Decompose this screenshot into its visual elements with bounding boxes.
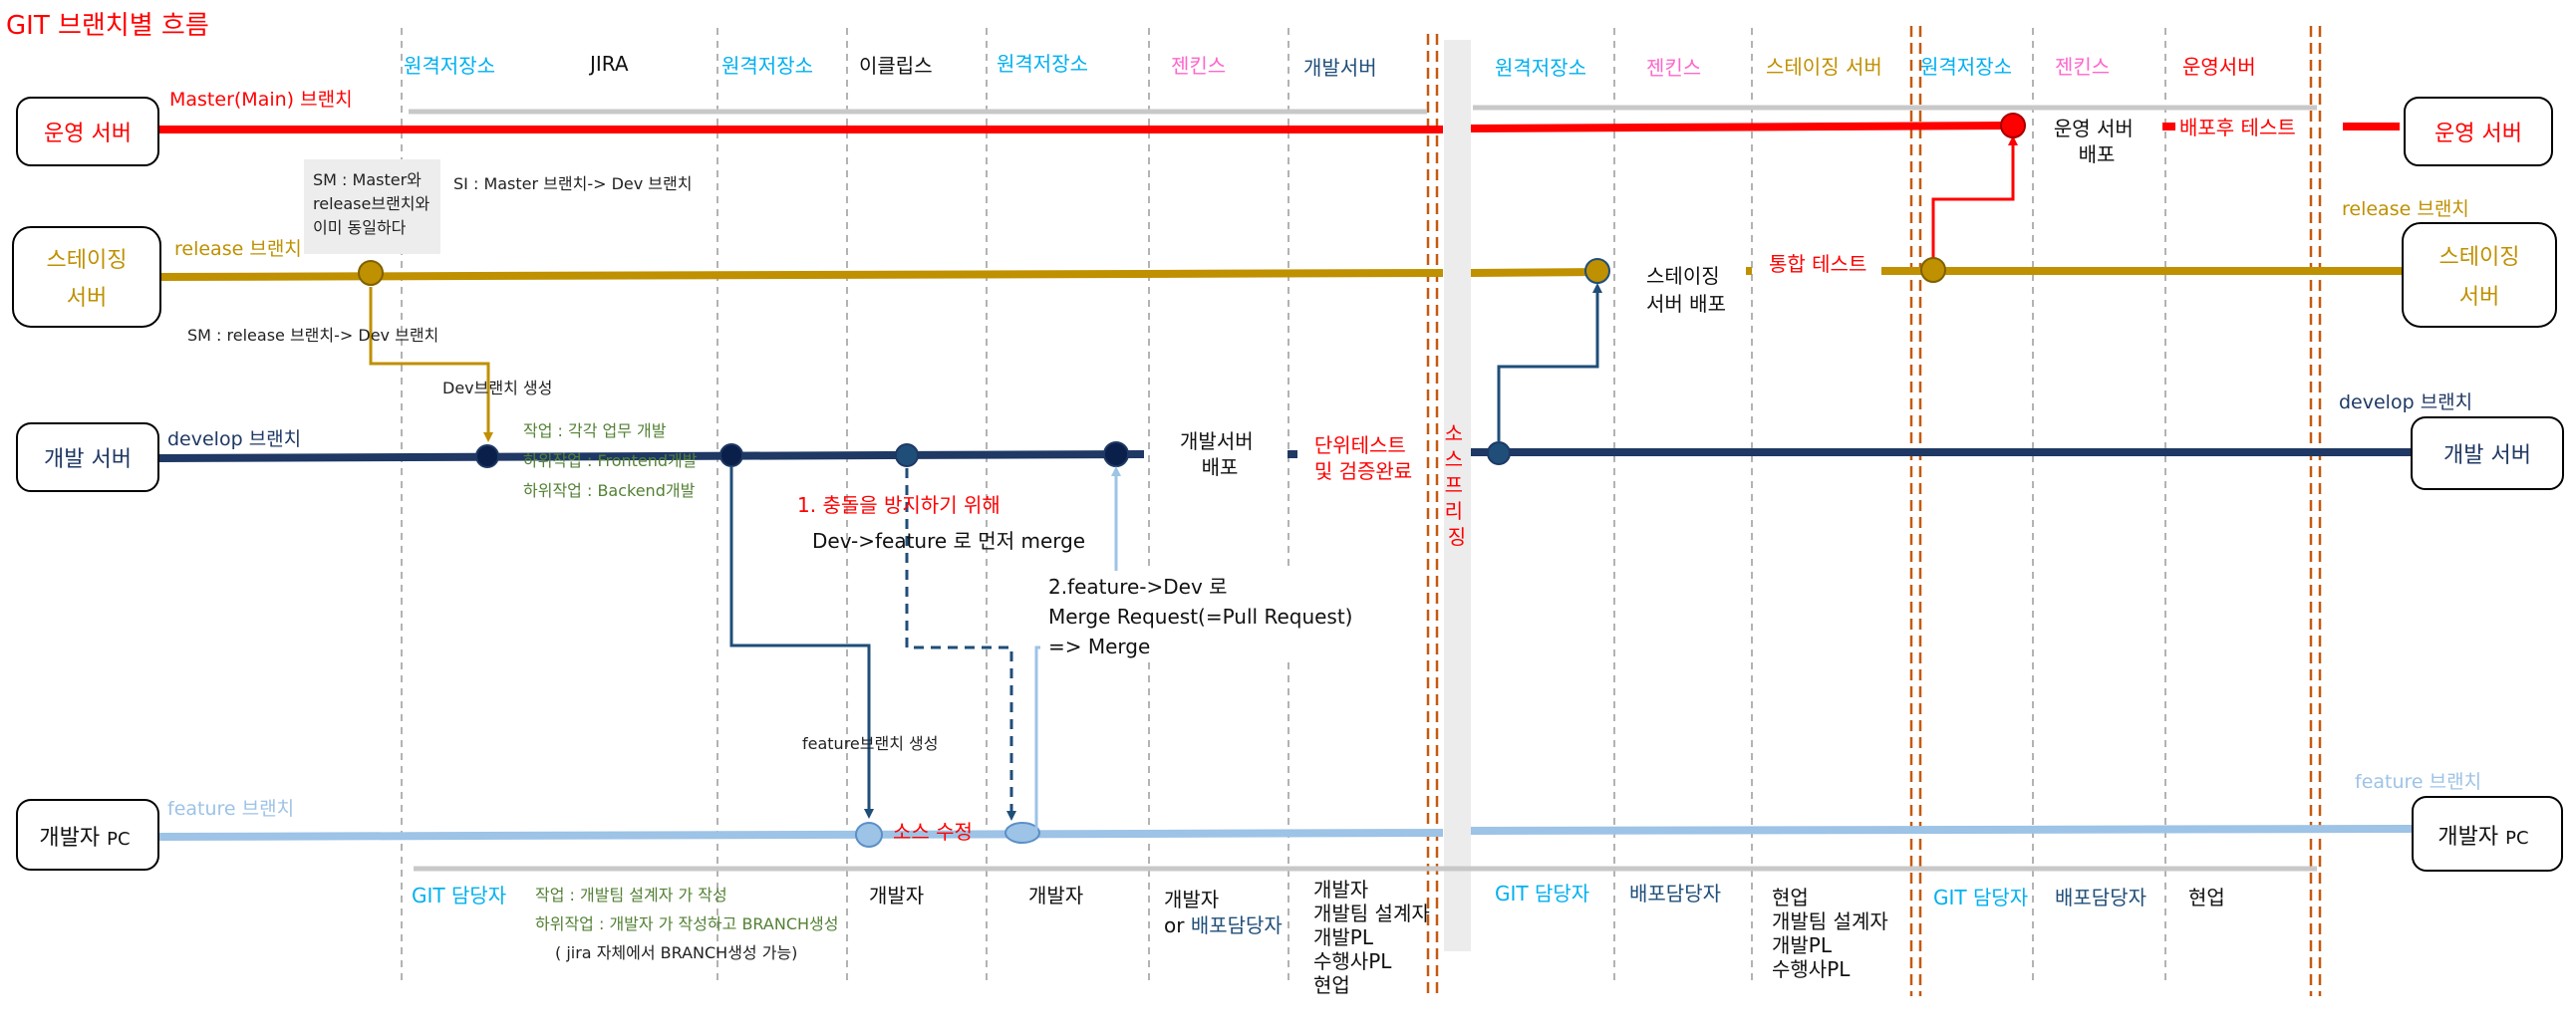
- master-commit-node: [2000, 113, 2026, 138]
- role-git: GIT 담당자: [1933, 886, 2028, 909]
- role-deploy: 배포담당자: [1629, 882, 1721, 905]
- phase-dividers: [1426, 26, 2322, 996]
- staging-to-prod-connector: [1931, 135, 2018, 261]
- role-dev: 개발자: [869, 884, 924, 907]
- feature-create-note: feature브랜치 생성: [802, 734, 938, 753]
- staging-commit-node: [1584, 258, 1610, 284]
- box-pc-right-label: 개발자 PC: [2437, 825, 2528, 850]
- role-list: 현업 개발팀 설계자 개발PL 수행사PL: [1772, 886, 1894, 981]
- roles-row: GIT 담당자 개발자 개발자 개발자 or 배포담당자 개발자 개발팀 설계자…: [412, 878, 2225, 997]
- column-headers: 원격저장소 JIRA 원격저장소 이클립스 원격저장소 젠킨스 개발서버 원격저…: [404, 52, 2256, 80]
- develop-commit-node: [475, 444, 499, 468]
- box-prod-left-label: 운영 서버: [44, 122, 132, 146]
- si-note: SI : Master 브랜치-> Dev 브랜치: [453, 174, 692, 193]
- release-to-dev-connector: [369, 287, 493, 442]
- box-dev-left: [16, 422, 159, 492]
- source-freeze-label: 소 스 프 리 징: [1445, 421, 1470, 549]
- role-git: GIT 담당자: [1495, 882, 1589, 905]
- role-deploy: 배포담당자: [2055, 886, 2147, 909]
- box-pc-left: [16, 799, 159, 871]
- develop-commit-node: [895, 443, 919, 467]
- col-header: 젠킨스: [1171, 54, 1226, 78]
- col-header: 스테이징 서버: [1766, 55, 1882, 79]
- develop-commit-node: [1487, 441, 1511, 465]
- release-commit-node-2: [1920, 257, 1946, 283]
- develop-branch-label-right: develop 브랜치: [2339, 391, 2472, 413]
- box-staging-left: [12, 226, 161, 328]
- col-header: 원격저장소: [1495, 56, 1586, 80]
- feature-branch-label: feature 브랜치: [167, 798, 294, 820]
- task-notes: 작업 : 각각 업무 개발 하위작업 : Frontend개발 하위작업 : B…: [523, 421, 703, 500]
- conflict-note-2: Dev->feature 로 먼저 merge: [812, 529, 1085, 553]
- develop-branch-label: develop 브랜치: [167, 428, 301, 450]
- role-dev-or-deploy: 개발자 or 배포담당자: [1164, 888, 1283, 937]
- unit-test-note: 단위테스트 및 검증완료: [1314, 433, 1412, 483]
- box-prod-right-label: 운영 서버: [2434, 122, 2522, 146]
- feature-commit-node: [855, 822, 883, 848]
- release-commit-node: [358, 260, 384, 286]
- staging-deploy-note: 스테이징 서버 배포: [1646, 264, 1726, 316]
- box-dev-right-label: 개발 서버: [2443, 443, 2531, 468]
- col-header: 원격저장소: [1920, 55, 2012, 79]
- role-dev: 개발자: [1028, 884, 1083, 907]
- box-prod-right: [2404, 97, 2553, 166]
- col-header: 이클립스: [859, 54, 933, 78]
- box-staging-right: [2402, 222, 2557, 328]
- col-header: 개발서버: [1303, 56, 1377, 80]
- merge-request-note: 2.feature->Dev 로 Merge Request(=Pull Req…: [1048, 575, 1359, 658]
- col-header: 원격저장소: [404, 54, 495, 78]
- sm-release-note: SM : release 브랜치-> Dev 브랜치: [187, 326, 438, 345]
- column-separators: [401, 28, 2166, 981]
- post-deploy-test-note: 배포후 테스트: [2179, 116, 2296, 139]
- master-branch-line: [159, 122, 2400, 133]
- develop-commit-node: [719, 443, 743, 467]
- col-header: JIRA: [588, 52, 629, 76]
- jira-task-notes: 작업 : 개발팀 설계자 가 작성 하위작업 : 개발자 가 작성하고 BRAN…: [535, 886, 844, 962]
- feature-branch-line: [158, 825, 2413, 841]
- develop-branch-line: [158, 448, 2412, 462]
- conflict-note-1: 1. 충돌을 방지하기 위해: [797, 493, 1001, 517]
- merge-request-box: [1040, 571, 1319, 662]
- integration-test-note: 통합 테스트: [1769, 252, 1866, 276]
- dev-deploy-note: 개발서버 배포: [1180, 429, 1260, 479]
- role-git: GIT 담당자: [412, 884, 506, 907]
- col-header: 원격저장소: [997, 52, 1088, 76]
- box-pc-right: [2412, 796, 2563, 872]
- col-header: 운영서버: [2182, 55, 2256, 79]
- dev-to-staging-connector: [1497, 283, 1602, 442]
- feature-branch-label-right: feature 브랜치: [2355, 771, 2481, 793]
- col-header: 젠킨스: [1646, 56, 1701, 80]
- role-list: 개발자 개발팀 설계자 개발PL 수행사PL 현업: [1313, 878, 1436, 997]
- feature-create-connector: [729, 466, 874, 819]
- source-edit-note: 소스 수정: [893, 820, 973, 844]
- box-prod-left: [16, 97, 159, 166]
- release-branch-label-right: release 브랜치: [2342, 198, 2469, 220]
- role-field: 현업: [2188, 886, 2225, 909]
- sm-note-text: SM : Master와 release브랜치와 이미 동일하다: [313, 170, 434, 237]
- box-dev-left-label: 개발 서버: [44, 447, 132, 472]
- release-branch-label: release 브랜치: [174, 238, 302, 260]
- master-branch-label: Master(Main) 브랜치: [169, 89, 353, 111]
- col-header: 젠킨스: [2055, 55, 2110, 79]
- dev-create-note: Dev브랜치 생성: [442, 379, 552, 397]
- sm-note-box: [304, 159, 440, 254]
- release-branch-line: [158, 267, 2404, 281]
- box-pc-left-label: 개발자 PC: [39, 826, 130, 851]
- develop-commit-node: [1103, 441, 1129, 467]
- feature-merge-node: [1004, 822, 1040, 844]
- prod-deploy-note: 운영 서버 배포: [2054, 117, 2140, 166]
- freeze-bar: [1444, 40, 1471, 951]
- col-header: 원격저장소: [721, 54, 813, 78]
- dev-to-feature-merge-connector: [905, 468, 1016, 821]
- box-dev-right: [2411, 416, 2564, 490]
- diagram-title: GIT 브랜치별 흐름: [6, 11, 209, 41]
